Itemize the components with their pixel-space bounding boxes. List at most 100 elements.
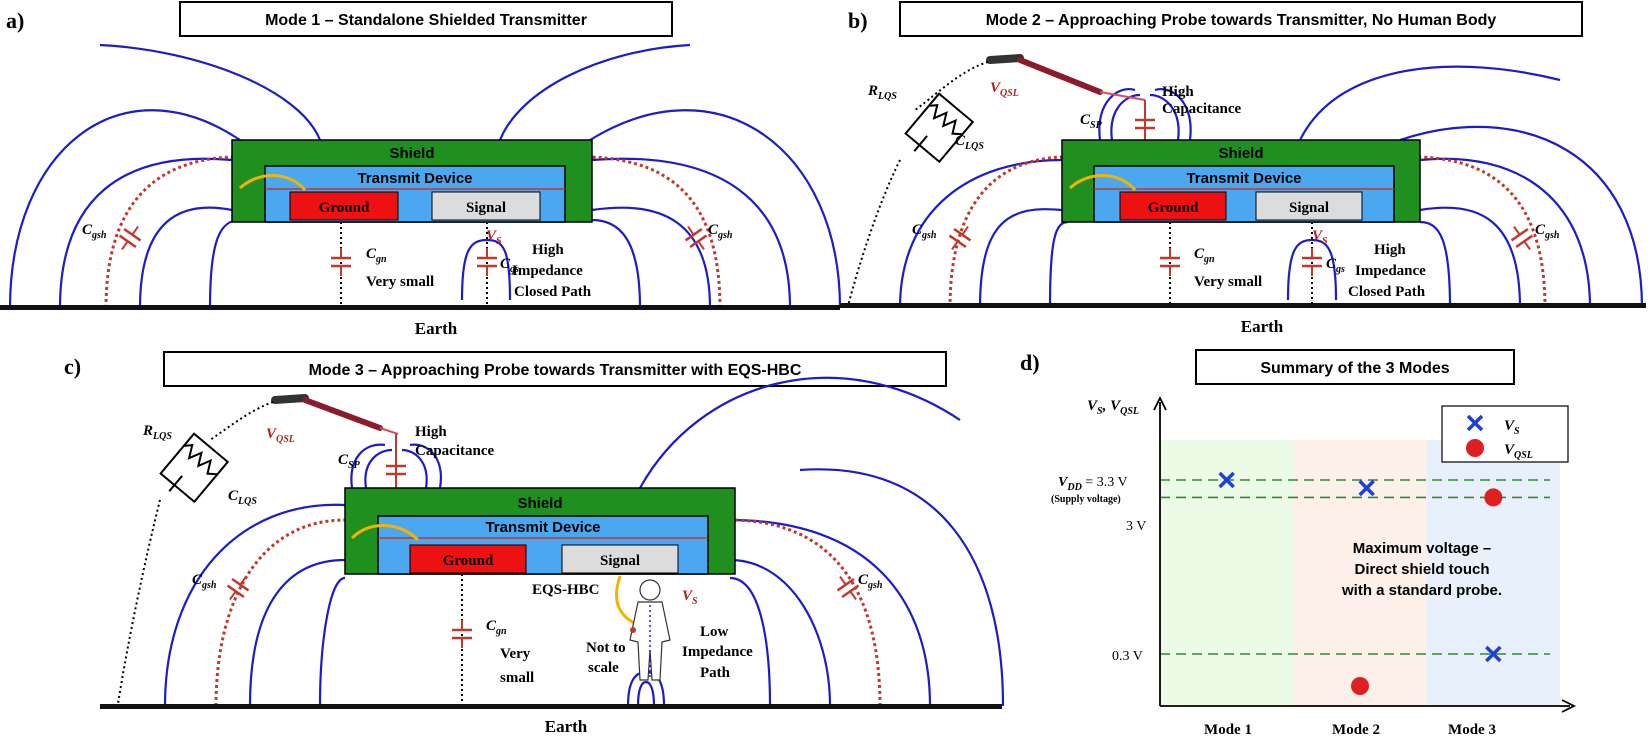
c-gn-b: Cgn [1194, 246, 1215, 265]
shield-label-a: Shield [389, 145, 434, 162]
field-lines-c [163, 376, 1005, 707]
ground-box-c [409, 544, 527, 574]
capacitance-b: Capacitance [1162, 101, 1241, 117]
signal-box-c [561, 544, 679, 574]
earth-line-a [0, 305, 840, 310]
legend-box [1441, 405, 1569, 463]
signal-label-c: Signal [600, 553, 640, 569]
signal-label-a: Signal [466, 200, 506, 216]
earth-label-c: Earth [545, 717, 588, 736]
ground-box-a [289, 191, 399, 221]
data-points [1218, 471, 1503, 695]
field-lines-a [8, 43, 842, 309]
very-c: Very [500, 646, 531, 662]
high-b: High [1374, 242, 1406, 258]
legend-vqsl-marker [1466, 439, 1484, 457]
probe-c [209, 394, 399, 441]
panel-title-box-c [163, 351, 947, 387]
legend-vs-label: VS [1504, 418, 1520, 437]
point-v-s-mode3 [1485, 645, 1502, 663]
panel-title-a: Mode 1 – Standalone Shielded Transmitter [265, 12, 587, 29]
path-c: Path [700, 665, 731, 681]
x-cat-mode3: Mode 3 [1448, 722, 1496, 738]
very-small-a: Very small [366, 274, 434, 290]
panel-b: b) Mode 2 – Approaching Probe towards Tr… [840, 1, 1646, 336]
signal-label-b: Signal [1289, 200, 1329, 216]
v-qsl-b: VQSL [990, 80, 1019, 99]
very-small-b: Very small [1194, 274, 1262, 290]
c-lqs-b: CLQS [955, 133, 984, 152]
earth-line-b [840, 303, 1646, 308]
legend: VS VQSL [1441, 405, 1569, 463]
annotation-max-voltage: Maximum voltage – Direct shield touch wi… [1341, 540, 1502, 599]
point-v-s-mode1 [1218, 471, 1235, 489]
human-body-icon [615, 575, 671, 681]
tick-vdd: VDD = 3.3 V [1058, 475, 1128, 493]
c-gsh-left-b: Cgsh [912, 222, 937, 241]
c-gs-b: Cgs [1326, 256, 1345, 275]
closed-path-a: Closed Path [514, 284, 592, 300]
transmit-device-label-b: Transmit Device [1186, 170, 1301, 187]
annotation-line-3: with a standard probe. [1341, 582, 1502, 599]
c-gsh-right-c: Cgsh [858, 572, 883, 591]
c-sp-c: CSP [338, 452, 361, 471]
panel-c: c) Mode 3 – Approaching Probe towards Tr… [64, 351, 1005, 736]
capacitance-c: Capacitance [415, 443, 494, 459]
background-mode3 [1426, 440, 1560, 706]
r-lqs-c-lqs-c [159, 432, 230, 504]
signal-box-a [431, 191, 541, 221]
y-axis-label: VS, VQSL [1087, 398, 1139, 417]
r-lqs-c-lqs-b [904, 92, 975, 164]
tick-supply-note: (Supply voltage) [1051, 494, 1121, 505]
signal-box-b [1255, 191, 1363, 221]
impedance-a: Impedance [512, 263, 583, 279]
panel-d: d) Summary of the 3 Modes VS, VQSL VDD =… [1020, 349, 1577, 738]
closed-path-b: Closed Path [1348, 284, 1426, 300]
c-gsh-right-b: Cgsh [1535, 222, 1560, 241]
earth-label-b: Earth [1241, 317, 1284, 336]
annotation-line-2: Direct shield touch [1354, 561, 1489, 578]
legend-vs-marker [1466, 414, 1484, 432]
c-gsh-right-a: Cgsh [708, 222, 733, 241]
transmit-device-label-c: Transmit Device [485, 519, 600, 536]
panel-title-c: Mode 3 – Approaching Probe towards Trans… [309, 362, 802, 379]
c-gsh-left-c: Cgsh [192, 572, 217, 591]
earth-label-a: Earth [415, 319, 458, 338]
v-s-b: VS [1312, 228, 1328, 247]
low-c: Low [700, 624, 729, 640]
point-v-qsl-mode2 [1351, 677, 1369, 695]
c-gn-c: Cgn [486, 618, 507, 637]
c-sp-b: CSP [1080, 112, 1103, 131]
not-to-c: Not to [586, 640, 626, 656]
x-cat-mode1: Mode 1 [1204, 722, 1252, 738]
panel-title-box-d [1195, 349, 1515, 385]
transmit-device-label-a: Transmit Device [357, 170, 472, 187]
c-gs-a: Cgs [500, 256, 519, 275]
r-lqs-b: RLQS [867, 83, 897, 102]
v-qsl-c: VQSL [266, 426, 295, 445]
ground-label-b: Ground [1148, 200, 1199, 216]
small-c: small [500, 670, 534, 686]
impedance-b: Impedance [1355, 263, 1426, 279]
field-lines-b [898, 65, 1644, 309]
panel-title-d: Summary of the 3 Modes [1260, 360, 1449, 377]
c-lqs-c: CLQS [228, 488, 257, 507]
earth-line-c [100, 704, 1002, 709]
shield-label-b: Shield [1218, 145, 1263, 162]
mode-backgrounds [1160, 440, 1560, 706]
panel-title-box-b [899, 1, 1583, 37]
panel-letter-a: a) [6, 8, 24, 33]
high-cap-b: High [1162, 84, 1194, 100]
x-cat-mode2: Mode 2 [1332, 722, 1380, 738]
point-v-qsl-mode3 [1484, 488, 1503, 507]
c-gsh-left-a: Cgsh [82, 222, 107, 241]
ground-box-b [1119, 191, 1227, 221]
background-mode1 [1160, 440, 1294, 706]
annotation-line-1: Maximum voltage – [1353, 540, 1491, 557]
background-mode2 [1293, 440, 1427, 706]
panel-letter-b: b) [848, 8, 868, 33]
legend-vqsl-label: VQSL [1504, 442, 1533, 461]
panel-letter-c: c) [64, 354, 81, 379]
r-lqs-c: RLQS [142, 423, 172, 442]
